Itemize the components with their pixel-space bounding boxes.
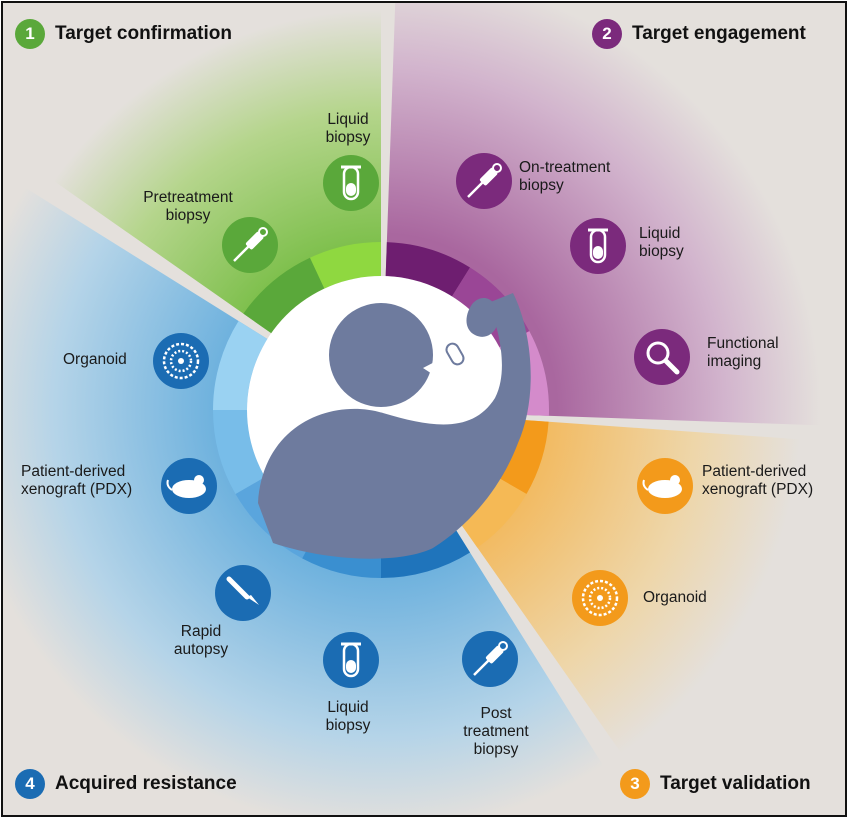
on-treatment-biopsy-label: On-treatment biopsy [519, 159, 611, 194]
section-2-number: 2 [592, 19, 622, 49]
mouse-icon [161, 458, 217, 514]
liquid-biopsy-label: Liquid biopsy [639, 225, 684, 260]
section-4-number: 4 [15, 769, 45, 799]
section-3-heading: 3 Target validation [620, 769, 811, 799]
organoid-label: Organoid [643, 589, 707, 606]
organoid-icon [153, 333, 209, 389]
biopsy-needle-icon [222, 217, 278, 273]
section-4-heading: 4 Acquired resistance [15, 769, 237, 799]
pdx-label: Patient-derived xenograft (PDX) [702, 463, 814, 498]
section-1-title: Target confirmation [55, 23, 232, 44]
section-1-number: 1 [15, 19, 45, 49]
ring-segment [213, 410, 265, 494]
ring-segment [497, 419, 549, 494]
scalpel-icon [215, 565, 271, 621]
section-4-title: Acquired resistance [55, 773, 237, 794]
pretreatment-biopsy-label: Pretreatment biopsy [143, 189, 233, 224]
liquid-biopsy-label: Liquid biopsy [325, 699, 371, 734]
organoid-label: Organoid [63, 351, 127, 368]
section-2-heading: 2 Target engagement [592, 19, 806, 49]
liquid-biopsy-label: Liquid biopsy [325, 111, 371, 146]
organoid-icon [572, 570, 628, 626]
biopsy-needle-icon [456, 153, 512, 209]
section-3-title: Target validation [660, 773, 811, 794]
biopsy-needle-icon [462, 631, 518, 687]
test-tube-icon [570, 218, 626, 274]
ring-segment [457, 477, 527, 548]
ring-segment [213, 320, 268, 410]
section-3-number: 3 [620, 769, 650, 799]
mouse-icon [637, 458, 693, 514]
pdx-label: Patient-derived xenograft (PDX) [21, 463, 133, 498]
section-2-title: Target engagement [632, 23, 806, 44]
test-tube-icon [323, 155, 379, 211]
functional-imaging-label: Functional imaging [707, 335, 779, 370]
magnifier-icon [634, 329, 690, 385]
post-treatment-biopsy-label: Post treatment biopsy [463, 705, 529, 758]
ring-segment [385, 242, 471, 297]
test-tube-icon [323, 632, 379, 688]
patient-taking-pill-icon [258, 293, 531, 559]
rapid-autopsy-label: Rapid autopsy [173, 623, 229, 658]
ring-segment [243, 257, 325, 334]
diagram-graphic [3, 3, 845, 815]
ring-segment [310, 242, 381, 289]
section-1-heading: 1 Target confirmation [15, 19, 232, 49]
